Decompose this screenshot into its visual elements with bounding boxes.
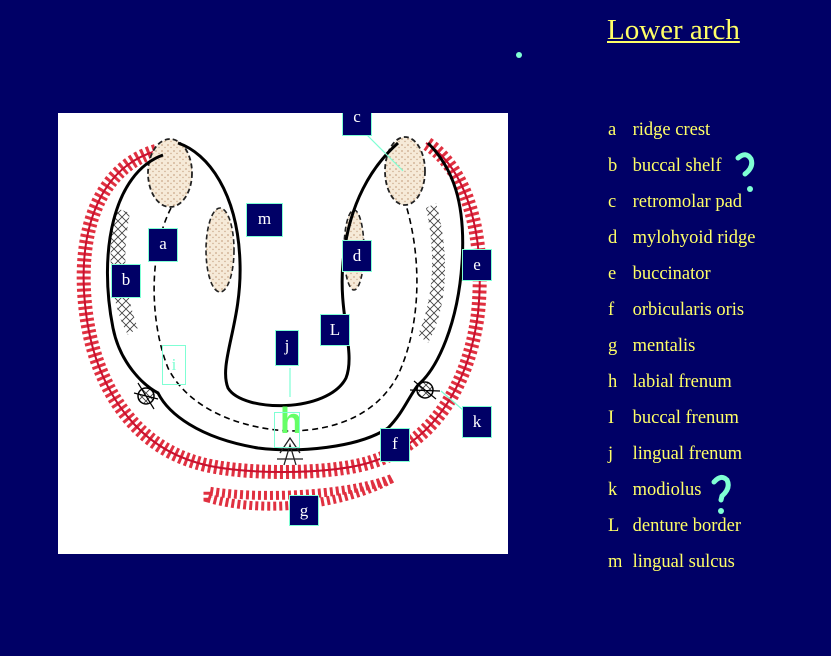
buccal-frenum-left xyxy=(133,382,159,410)
modiolus-right xyxy=(409,380,441,400)
leader-k xyxy=(440,390,464,411)
legend-item: j lingual frenum xyxy=(608,444,743,464)
label-a: a xyxy=(148,228,178,262)
label-e: e xyxy=(462,249,492,281)
label-d: d xyxy=(342,240,372,272)
legend-item: a ridge crest xyxy=(608,120,711,140)
legend-item: L denture border xyxy=(608,516,742,536)
mylohyoid-ridge-left xyxy=(205,207,235,293)
label-L: L xyxy=(320,314,350,346)
label-h-frame xyxy=(274,412,300,448)
decorative-dot xyxy=(516,52,522,58)
legend-item: k modiolus xyxy=(608,480,702,500)
question-mark-icon xyxy=(735,152,755,192)
mentalis-band xyxy=(203,473,396,511)
label-g: g xyxy=(289,495,319,526)
labial-frenum xyxy=(277,436,303,466)
legend-item: b buccal shelf xyxy=(608,156,722,176)
legend-item: c retromolar pad xyxy=(608,192,743,212)
label-b: b xyxy=(111,264,141,298)
legend-item: d mylohyoid ridge xyxy=(608,228,756,248)
label-f: f xyxy=(380,428,410,462)
buccal-shelf-right xyxy=(418,203,446,343)
retromolar-pad-left xyxy=(147,138,193,208)
label-h: h xyxy=(280,400,302,441)
slide-title: Lower arch xyxy=(607,14,740,46)
legend-item: I buccal frenum xyxy=(608,408,739,428)
retromolar-pad-right xyxy=(384,136,426,206)
leader-c xyxy=(363,131,404,172)
legend-list: a ridge crest b buccal shelf c retromola… xyxy=(608,117,755,585)
label-c: c xyxy=(342,113,372,136)
ridge-crest-line xyxy=(153,204,418,432)
label-i: i xyxy=(162,345,186,385)
legend-item: m lingual sulcus xyxy=(608,552,735,572)
outer-border xyxy=(105,141,465,452)
legend-item: f orbicularis oris xyxy=(608,300,745,320)
legend-item: h labial frenum xyxy=(608,372,732,392)
label-m: m xyxy=(246,203,283,237)
lower-arch-diagram: a b c d e f g i j k L m h xyxy=(58,113,508,554)
legend-item: e buccinator xyxy=(608,264,711,284)
label-j: j xyxy=(275,330,299,366)
label-k: k xyxy=(462,406,492,438)
question-mark-icon xyxy=(711,474,731,514)
legend-item: g mentalis xyxy=(608,336,696,356)
